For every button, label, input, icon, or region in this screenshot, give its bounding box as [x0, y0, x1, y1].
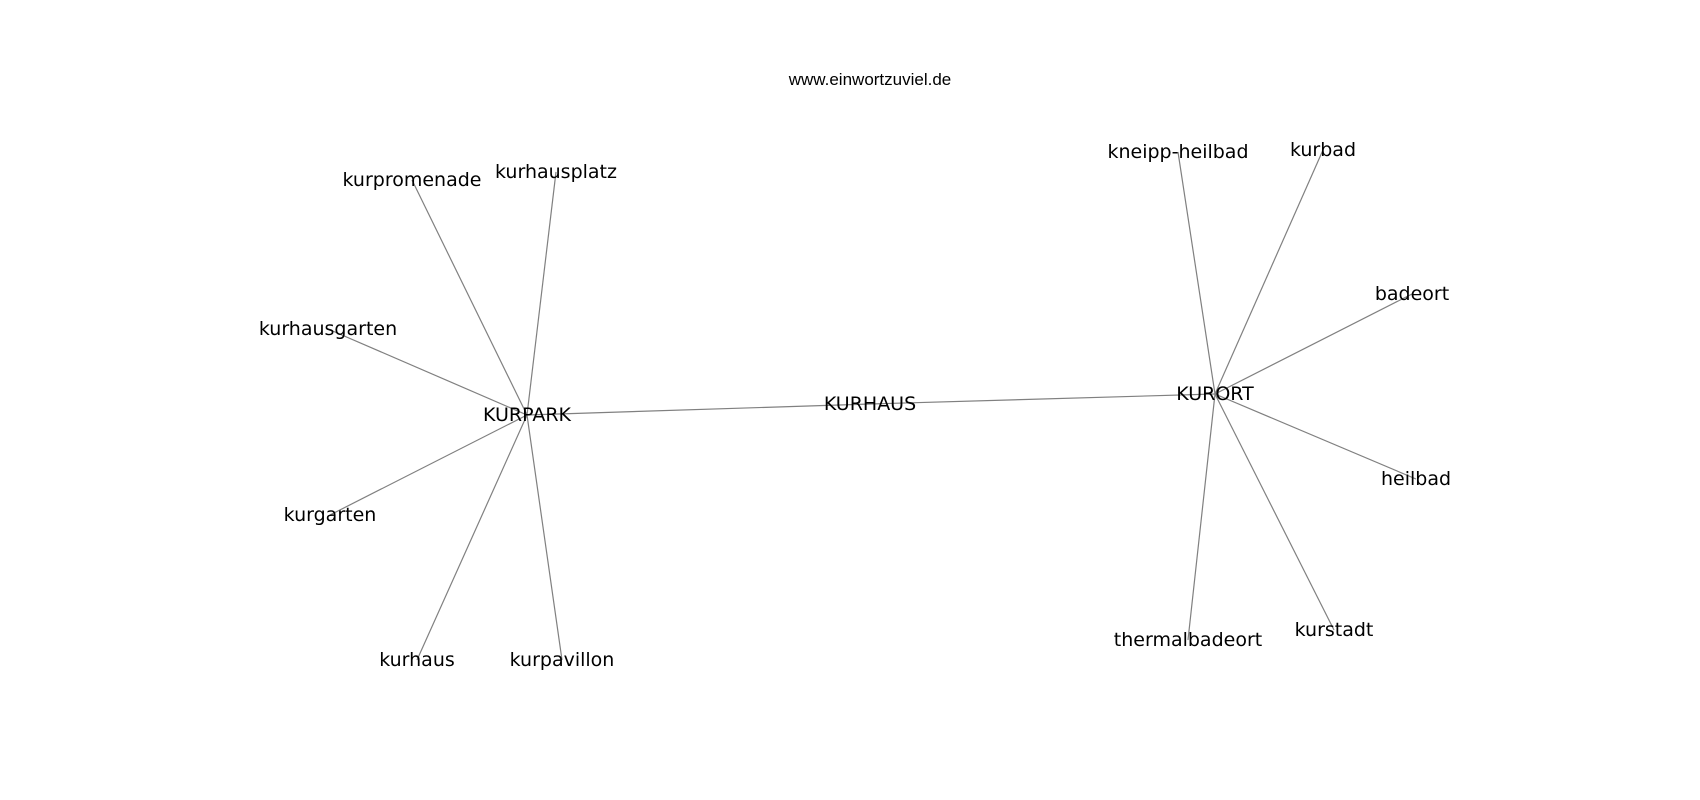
edge-kurpark-kurhausplatz [526, 171, 557, 416]
node-kurpavillon: kurpavillon [510, 649, 615, 671]
edges-layer [327, 149, 1417, 661]
node-kurpark: KURPARK [483, 404, 571, 426]
edge-kurpark-kurhaus [526, 403, 871, 416]
edge-kurort-kneipp-heilbad [1177, 151, 1216, 395]
edge-kurhaus-kurort [869, 393, 1216, 405]
edge-kurpark-kurhausgarten [327, 328, 528, 416]
edge-kurort-heilbad [1214, 393, 1417, 480]
node-kurhausgarten: kurhausgarten [259, 318, 397, 340]
edge-kurpark-kurgarten [329, 414, 528, 516]
edge-kurort-thermalbadeort [1187, 393, 1216, 641]
node-kneipp-heilbad: kneipp-heilbad [1107, 141, 1248, 163]
node-kurbad: kurbad [1290, 139, 1356, 161]
edge-kurort-kurstadt [1214, 393, 1335, 631]
node-kurgarten: kurgarten [284, 504, 377, 526]
edge-kurpark-kurpromenade [411, 179, 528, 416]
edge-kurort-kurbad [1214, 149, 1324, 395]
edge-kurpark-kurpavillon [526, 414, 563, 661]
nodes-layer: KURHAUS KURPARK KURORT kurpromenade kurhausp… [259, 139, 1451, 671]
node-kurstadt: kurstadt [1295, 619, 1374, 641]
node-kurhaus: KURHAUS [824, 393, 916, 415]
node-kurhausplatz: kurhausplatz [495, 161, 617, 183]
node-kurpromenade: kurpromenade [343, 169, 482, 191]
site-caption: www.einwortzuviel.de [788, 70, 952, 89]
node-kurhaus: kurhaus [379, 649, 455, 671]
edge-kurpark-kurhaus [416, 414, 528, 661]
node-thermalbadeort: thermalbadeort [1114, 629, 1262, 651]
node-kurort: KURORT [1176, 383, 1254, 405]
node-badeort: badeort [1375, 283, 1449, 305]
edge-kurort-badeort [1214, 293, 1413, 395]
node-heilbad: heilbad [1381, 468, 1451, 490]
